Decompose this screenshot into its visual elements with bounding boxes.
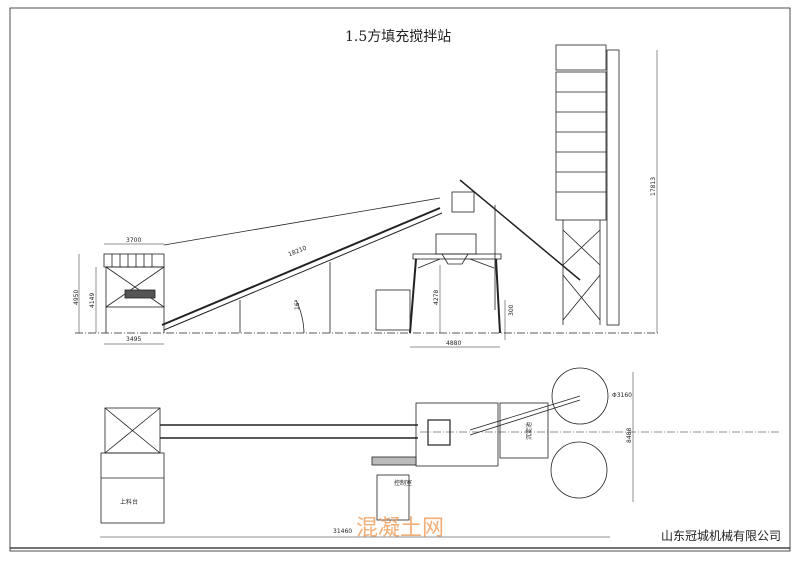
dim-plan-width: 8488: [626, 427, 633, 443]
cement-silo: [555, 44, 620, 326]
dim-belt-angle: 16°: [294, 299, 301, 310]
belt-conveyor: [161, 197, 443, 334]
drawing-title: 1.5方填充搅拌站: [345, 29, 452, 45]
dim-silo-diameter: Φ3160: [612, 392, 632, 399]
aggregate-hopper: [103, 253, 165, 333]
dim-hopper-height-total: 4950: [73, 289, 80, 305]
dim-mixer-height: 4278: [433, 289, 440, 305]
drawing-border: [9, 7, 791, 552]
label-control-room: 控制室: [394, 480, 413, 487]
dim-plan-length: 31460: [333, 528, 353, 535]
dim-discharge: 300: [508, 304, 515, 316]
dim-silo-height: 17813: [650, 176, 657, 196]
label-tank: 沉淀池: [526, 421, 533, 440]
plan-view: [100, 367, 780, 538]
mixer-tower: [409, 179, 581, 334]
dimension-lines: [78, 50, 658, 348]
label-loading-platform: 上料台: [120, 499, 139, 506]
dim-mixer-base: 4880: [446, 340, 462, 347]
dim-hopper-height: 4149: [89, 292, 96, 308]
watermark: 混凝土网: [356, 516, 445, 541]
dim-hopper-base: 3495: [126, 336, 142, 343]
dim-hopper-width: 3700: [126, 237, 142, 244]
company-name: 山东冠城机械有限公司: [661, 529, 782, 543]
control-room-elevation: [375, 289, 411, 331]
